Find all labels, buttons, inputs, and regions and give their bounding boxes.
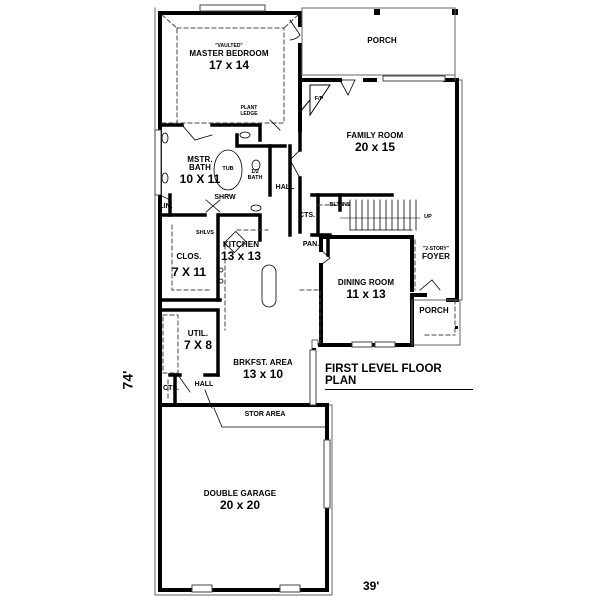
label-plant-ledge: PLANT LEDGE <box>240 106 257 118</box>
room-name: UP <box>424 214 432 220</box>
room-name: LIN. <box>159 203 173 210</box>
label-tub: TUB <box>222 166 234 173</box>
room-name: 1/2 <box>251 169 259 175</box>
door-swings <box>159 19 441 409</box>
room-breakfast-area: BRKFST. AREA 13 x 10 <box>233 358 293 381</box>
room-porch-rear: PORCH <box>367 37 396 45</box>
room-shower: SHRW <box>214 194 235 201</box>
room-dim: 13 x 10 <box>242 367 284 381</box>
room-dim: 7 X 8 <box>183 338 213 352</box>
room-note: "VAULTED" <box>215 43 243 49</box>
room-name: PORCH <box>367 36 397 45</box>
room-name: FAMILY ROOM <box>346 131 404 140</box>
room-dim: 11 x 13 <box>346 287 386 301</box>
room-name: SHLVS <box>196 230 214 236</box>
room-dim: 20 x 15 <box>354 140 396 154</box>
room-name: CTS. <box>299 212 315 219</box>
overall-width-dimension: 39' <box>363 579 380 593</box>
room-name: MASTER BEDROOM <box>189 49 269 58</box>
room-name: STOR AREA <box>244 411 286 418</box>
label-fireplace: F/P <box>314 96 324 103</box>
room-closet: CLOS. 7 X 11 <box>171 252 207 279</box>
room-name: BRKFST. AREA <box>233 358 293 367</box>
room-dim: 10 X 11 <box>179 172 221 186</box>
room-master-bath: MSTR. BATH 10 X 11 <box>179 155 221 186</box>
room-name: KITCHEN <box>222 240 260 249</box>
stair-treads <box>339 199 421 231</box>
plan-title: FIRST LEVEL FLOOR PLAN <box>325 363 473 390</box>
room-name: DOUBLE GARAGE <box>203 489 277 498</box>
room-name: SHRW <box>214 194 236 201</box>
room-name: MSTR. <box>187 155 213 164</box>
room-hall-upper: HALL <box>276 184 295 191</box>
room-closets-lower: CTS. <box>163 385 179 392</box>
room-name: UTIL. <box>187 329 209 338</box>
windows <box>154 4 446 593</box>
room-closets-upper: CTS. <box>299 212 315 219</box>
label-line: PLANT <box>240 105 258 111</box>
room-double-garage: DOUBLE GARAGE 20 x 20 <box>203 489 277 512</box>
room-foyer: "2-STORY" FOYER <box>422 247 450 261</box>
room-name: HALL <box>275 184 295 191</box>
room-name: PAN. <box>302 241 320 248</box>
storage-line <box>213 407 328 428</box>
room-pantry: PAN. <box>303 241 319 248</box>
room-name: BLT-INS <box>329 202 351 208</box>
fixtures <box>161 131 277 308</box>
room-name: FOYER <box>421 252 451 261</box>
room-name: TUB <box>222 166 234 172</box>
room-name: CLOS. <box>176 252 202 261</box>
room-linen: LIN. <box>159 203 172 210</box>
room-master-bedroom: "VAULTED" MASTER BEDROOM 17 x 14 <box>189 43 269 72</box>
room-name: HALL <box>194 381 214 388</box>
room-kitchen: KITCHEN 13 x 13 <box>220 240 262 263</box>
label-shelves: SHLVS <box>196 230 214 237</box>
room-note: "2-STORY" <box>422 246 450 252</box>
room-name: BATH <box>188 163 212 172</box>
room-name: CTS. <box>163 385 179 392</box>
room-dim: 20 x 20 <box>219 498 261 512</box>
dashed-lines <box>161 14 456 401</box>
overall-depth-dimension: 74' <box>119 370 136 390</box>
label-stairs-up: UP <box>424 214 432 221</box>
porch-outline <box>301 7 461 346</box>
interior-walls <box>158 123 394 407</box>
room-dining-room: DINING ROOM 11 x 13 <box>337 278 395 301</box>
room-name: BATH <box>247 174 263 181</box>
room-name: DINING ROOM <box>337 278 395 287</box>
room-hall-lower: HALL <box>195 381 214 388</box>
room-family-room: FAMILY ROOM 20 x 15 <box>346 131 404 154</box>
room-name: F/P <box>314 96 324 102</box>
room-utility: UTIL. 7 X 8 <box>183 329 213 352</box>
label-line: LEDGE <box>240 111 258 117</box>
room-dim: 7 X 11 <box>171 265 207 279</box>
room-name: PORCH <box>419 306 449 315</box>
room-dim: 13 x 13 <box>220 249 262 263</box>
room-storage-area: STOR AREA <box>245 411 286 418</box>
label-built-ins: BLT-INS <box>329 202 351 209</box>
room-porch-front: PORCH <box>419 307 448 315</box>
fireplace <box>299 84 331 117</box>
room-half-bath: 1/2 BATH <box>247 169 263 181</box>
room-dim: 17 x 14 <box>208 58 250 72</box>
